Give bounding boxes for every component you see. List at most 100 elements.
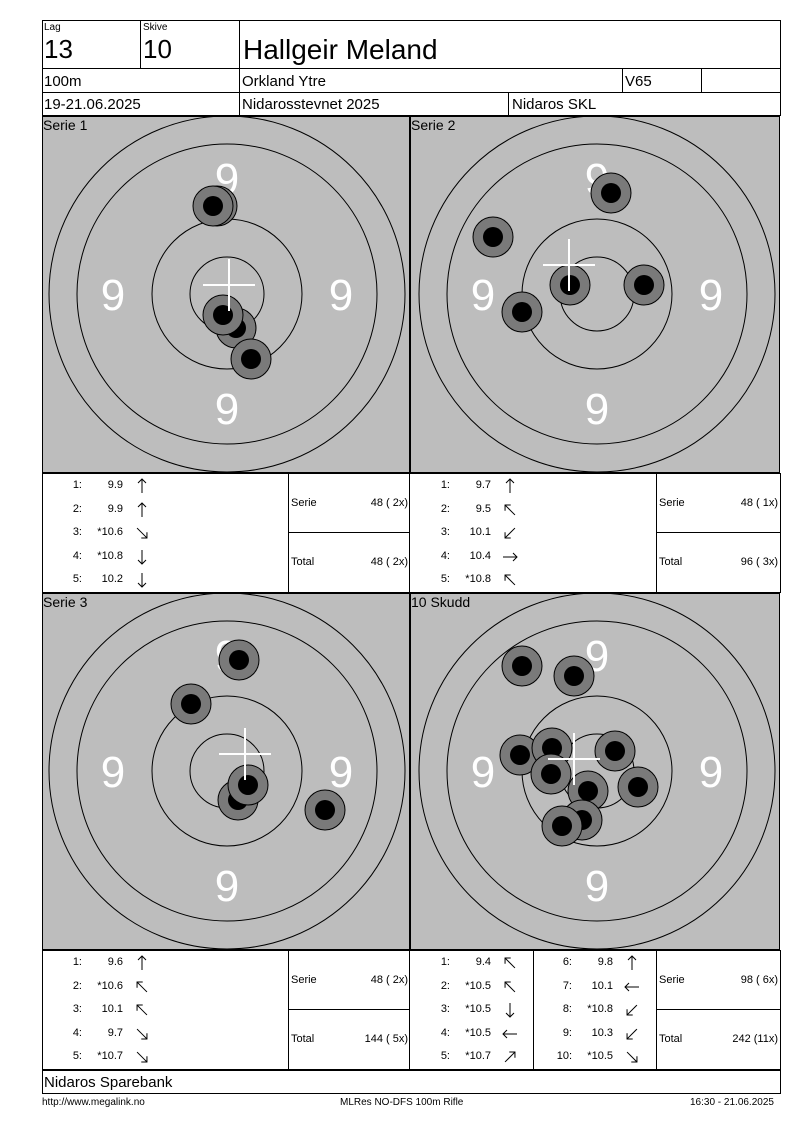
shot-direction — [502, 955, 518, 974]
shot-score: 9.8 — [597, 956, 613, 968]
shot-score: *10.8 — [587, 1003, 613, 1016]
ring-9 — [151, 695, 303, 847]
ring-7 — [48, 117, 406, 472]
total-value: 242 (11x) — [732, 1033, 778, 1045]
shot-score: 10.1 — [591, 979, 613, 992]
shot-number: 2: — [72, 502, 82, 515]
shot-hole-center — [541, 764, 561, 784]
organizer: Nidaros SKL — [512, 96, 597, 113]
shot-hole-center — [203, 196, 223, 216]
shot-number: 4: — [72, 1026, 82, 1039]
shot-direction — [624, 955, 640, 974]
direction-arrow-icon — [503, 552, 518, 562]
direction-arrow-icon — [136, 1004, 148, 1016]
shot-score: *10.6 — [97, 526, 123, 539]
shot-number: 4: — [72, 549, 82, 562]
shot-number: 2: — [440, 979, 450, 992]
shot-number: 1: — [72, 479, 82, 491]
shot-direction — [134, 478, 150, 497]
total-label: Total — [659, 1033, 683, 1045]
shot-direction — [134, 572, 150, 591]
shot-score: *10.7 — [97, 1050, 123, 1063]
shot-hole-center — [512, 302, 532, 322]
shot-score: 9.5 — [475, 502, 491, 515]
shot-score: *10.5 — [465, 979, 491, 992]
shot-hole-center — [578, 781, 598, 801]
ring-label: 9 — [699, 748, 723, 797]
direction-arrow-icon — [505, 478, 515, 493]
ring-8 — [76, 620, 378, 922]
panel-label: Serie 3 — [43, 594, 88, 610]
footer-program: MLRes NO-DFS 100m Rifle — [340, 1097, 464, 1108]
shot-direction — [134, 979, 150, 998]
ring-label: 9 — [215, 862, 239, 911]
direction-arrow-icon — [626, 1052, 638, 1063]
shot-direction — [134, 501, 150, 521]
shot-number: 2: — [440, 502, 450, 515]
panel-label: 10 Skudd — [411, 594, 471, 610]
shot-direction — [502, 549, 518, 568]
direction-arrow-icon — [627, 955, 637, 970]
ring-7 — [48, 594, 406, 949]
shot-score: *10.7 — [465, 1050, 491, 1063]
serie-value: 48 ( 2x) — [370, 497, 408, 509]
shot-score: 9.9 — [107, 479, 123, 491]
direction-arrow-icon — [137, 955, 147, 970]
shot-number: 3: — [72, 526, 82, 539]
shot-score: 9.9 — [107, 502, 123, 515]
shot-hole-center — [542, 738, 562, 758]
ring-label: 9 — [585, 385, 609, 434]
direction-arrow-icon — [505, 1003, 515, 1018]
direction-arrow-icon — [504, 957, 516, 969]
shot-score: *10.6 — [97, 979, 123, 992]
class-cell — [622, 68, 702, 93]
direction-arrow-icon — [136, 527, 148, 539]
ring-label: 9 — [585, 862, 609, 911]
shot-hole-center — [552, 816, 572, 836]
direction-arrow-icon — [504, 1051, 516, 1063]
shot-number: 3: — [440, 526, 450, 539]
total-value: 96 ( 3x) — [740, 556, 778, 568]
shot-number: 3: — [72, 1003, 82, 1016]
shot-direction — [502, 979, 518, 998]
shot-score: *10.8 — [97, 549, 123, 562]
shot-hole-center — [483, 227, 503, 247]
distance: 100m — [44, 73, 82, 90]
direction-arrow-icon — [137, 478, 147, 493]
shot-score: 10.1 — [101, 1003, 123, 1016]
shot-hole-center — [512, 656, 532, 676]
shot-score: 9.6 — [107, 956, 123, 968]
shot-score: 10.3 — [591, 1026, 613, 1039]
shot-direction — [624, 1002, 640, 1021]
direction-arrow-icon — [504, 574, 516, 586]
direction-arrow-icon — [504, 504, 516, 515]
shot-direction — [502, 572, 518, 591]
shot-hole-center — [181, 694, 201, 714]
direction-arrow-icon — [137, 501, 147, 517]
serie-label: Serie — [659, 497, 685, 509]
shot-hole-center — [241, 349, 261, 369]
shot-direction — [134, 1002, 150, 1021]
shot-score: 9.7 — [475, 479, 491, 491]
shot-direction — [134, 549, 150, 568]
lag-value: 13 — [44, 34, 73, 64]
shot-score: *10.5 — [465, 1003, 491, 1016]
shot-direction — [502, 502, 518, 521]
shot-score: 10.4 — [469, 549, 491, 562]
skive-label: Skive — [143, 22, 168, 33]
shot-hole-center — [510, 745, 530, 765]
shot-score: 10.1 — [469, 526, 491, 539]
footer-url[interactable]: http://www.megalink.no — [42, 1097, 145, 1108]
shot-direction — [502, 1049, 518, 1068]
shot-score: *10.5 — [587, 1050, 613, 1063]
shot-score: *10.5 — [465, 1026, 491, 1039]
shot-number: 5: — [440, 573, 450, 586]
shot-direction — [134, 1026, 150, 1045]
serie-label: Serie — [659, 974, 685, 986]
shot-number: 1: — [440, 479, 450, 491]
